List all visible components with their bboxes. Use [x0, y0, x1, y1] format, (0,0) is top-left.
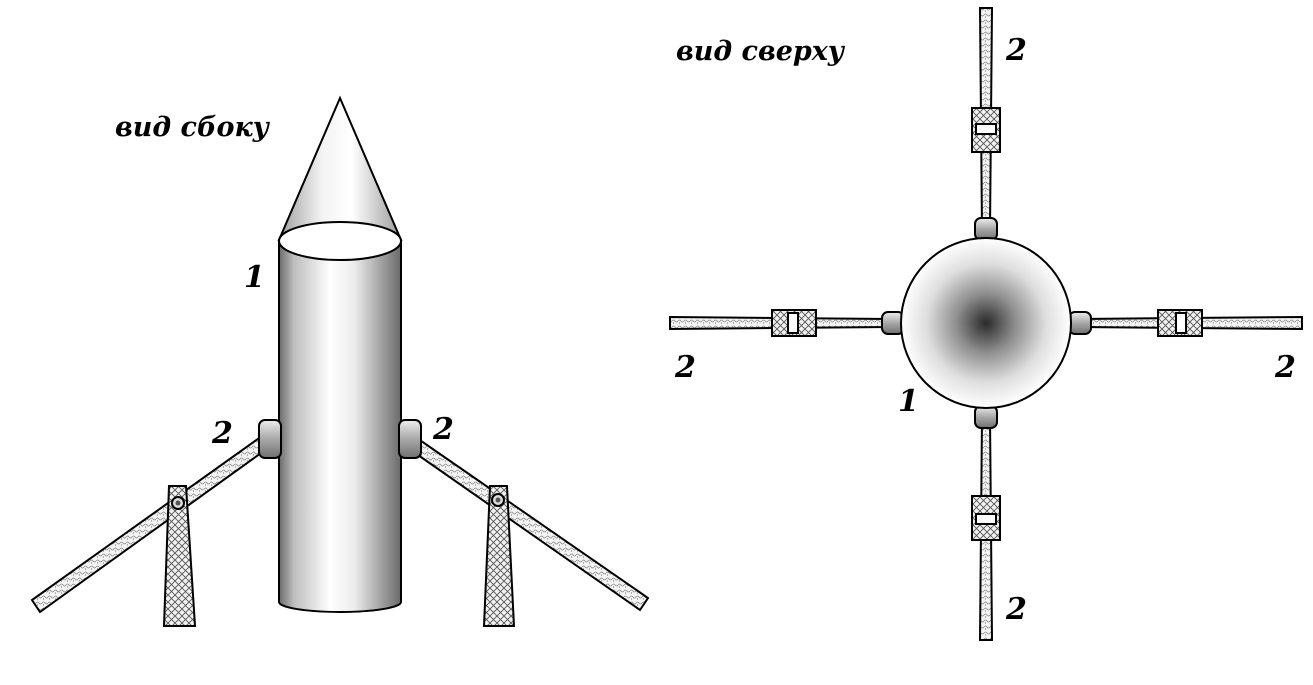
top-view: вид сверху 2 2 2 1 2 — [669, 7, 1303, 641]
right-leg-strut — [406, 434, 650, 612]
right-pivot-pin — [495, 497, 501, 503]
left-leg-mount — [258, 419, 282, 459]
cylinder-top-ellipse — [278, 221, 402, 261]
bottom-mount — [974, 405, 998, 429]
top-body-label: 1 — [898, 384, 919, 419]
side-right-leg-label: 2 — [432, 412, 454, 447]
top-left-leg-label: 2 — [674, 350, 696, 385]
left-support-block — [771, 309, 817, 337]
right-mount — [1068, 311, 1092, 335]
nose-cone — [277, 95, 403, 241]
left-leg-strut — [30, 434, 270, 614]
top-top-leg-label: 2 — [1005, 33, 1027, 68]
right-support-post — [482, 485, 516, 627]
top-mount — [974, 217, 998, 241]
side-view: вид сбоку 1 2 2 — [30, 95, 650, 627]
top-view-title: вид сверху — [676, 36, 846, 67]
right-support-block — [1157, 309, 1203, 337]
top-right-leg-label: 2 — [1274, 350, 1296, 385]
side-body-label: 1 — [244, 260, 265, 295]
left-support-post — [162, 485, 197, 627]
side-view-title: вид сбоку — [115, 112, 271, 143]
right-leg-mount — [398, 419, 422, 459]
left-pivot-pin — [175, 500, 181, 506]
side-left-leg-label: 2 — [211, 416, 233, 451]
top-support-block — [971, 107, 1001, 153]
body-top-view-circle — [900, 237, 1072, 409]
top-bottom-leg-label: 2 — [1005, 592, 1027, 627]
bottom-support-block — [971, 495, 1001, 541]
cylinder-bottom-edge — [280, 605, 400, 615]
rocket-body-cylinder — [278, 239, 402, 613]
